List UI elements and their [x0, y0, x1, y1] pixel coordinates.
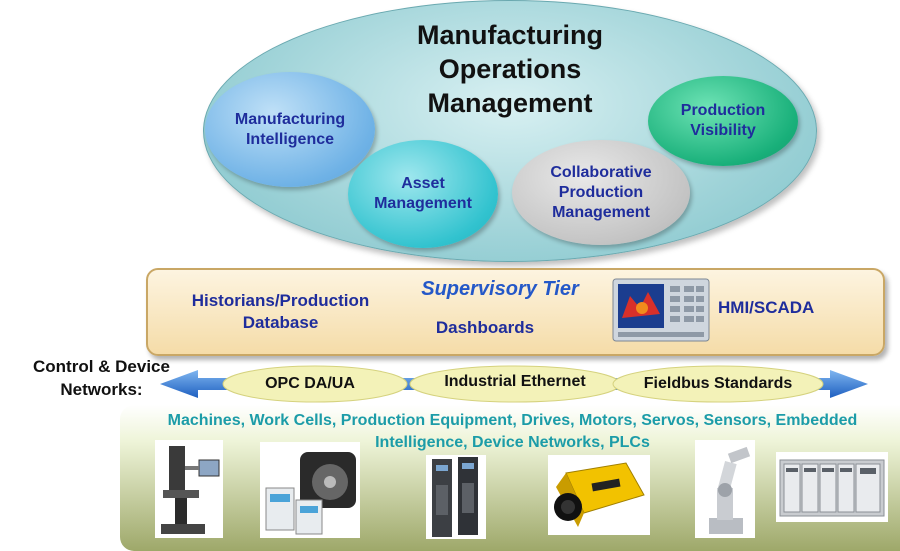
plc-rack-image: [776, 452, 888, 522]
network-ethernet: Industrial Ethernet: [444, 373, 586, 390]
network-fieldbus: Fieldbus Standards: [643, 375, 793, 392]
network-arrow: [160, 365, 868, 403]
dashboards-label: Dashboards: [435, 318, 535, 337]
hmi-panel-icon: [612, 278, 710, 342]
cnc-machine-image: [155, 440, 223, 538]
supervisory-tier-panel: [146, 268, 885, 356]
device-layer-panel: [120, 405, 900, 551]
motor-drives-image: [260, 442, 360, 538]
servo-modules-image: [426, 455, 486, 539]
mom-title: Manufacturing Operations Management: [417, 20, 603, 118]
hmi-scada-label: HMI/SCADA: [718, 298, 815, 317]
robot-arm-image: [695, 440, 755, 538]
devices-description: Machines, Work Cells, Production Equipme…: [167, 412, 858, 451]
network-opc: OPC DA/UA: [265, 375, 355, 392]
industrial-camera-image: [548, 455, 650, 535]
supervisory-tier-title: Supervisory Tier: [421, 278, 579, 300]
